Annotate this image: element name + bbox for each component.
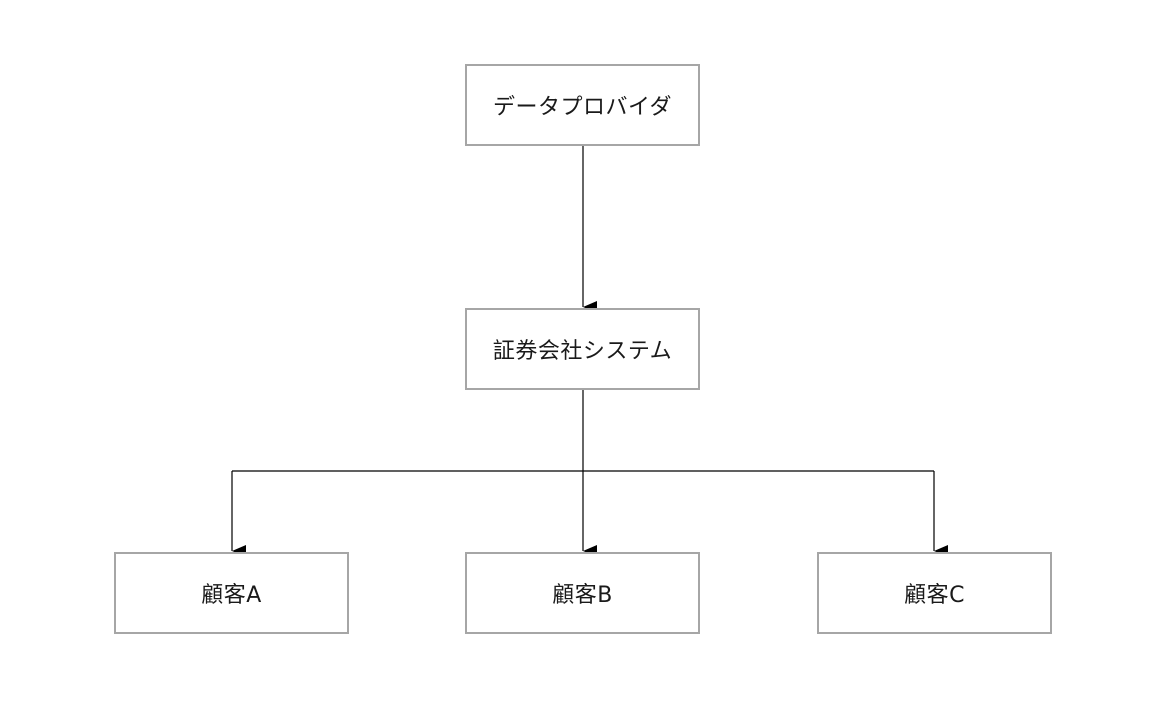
node-label: 顧客C — [904, 583, 965, 608]
node-label: 顧客B — [552, 583, 613, 608]
node-customer-b[interactable]: 顧客B — [465, 552, 700, 634]
node-securities-system[interactable]: 証券会社システム — [465, 308, 700, 390]
node-data-provider[interactable]: データプロバイダ — [465, 64, 700, 146]
node-customer-a[interactable]: 顧客A — [114, 552, 349, 634]
node-customer-c[interactable]: 顧客C — [817, 552, 1052, 634]
node-label: 顧客A — [201, 583, 262, 608]
node-label: データプロバイダ — [492, 95, 673, 120]
node-label: 証券会社システム — [492, 339, 673, 364]
